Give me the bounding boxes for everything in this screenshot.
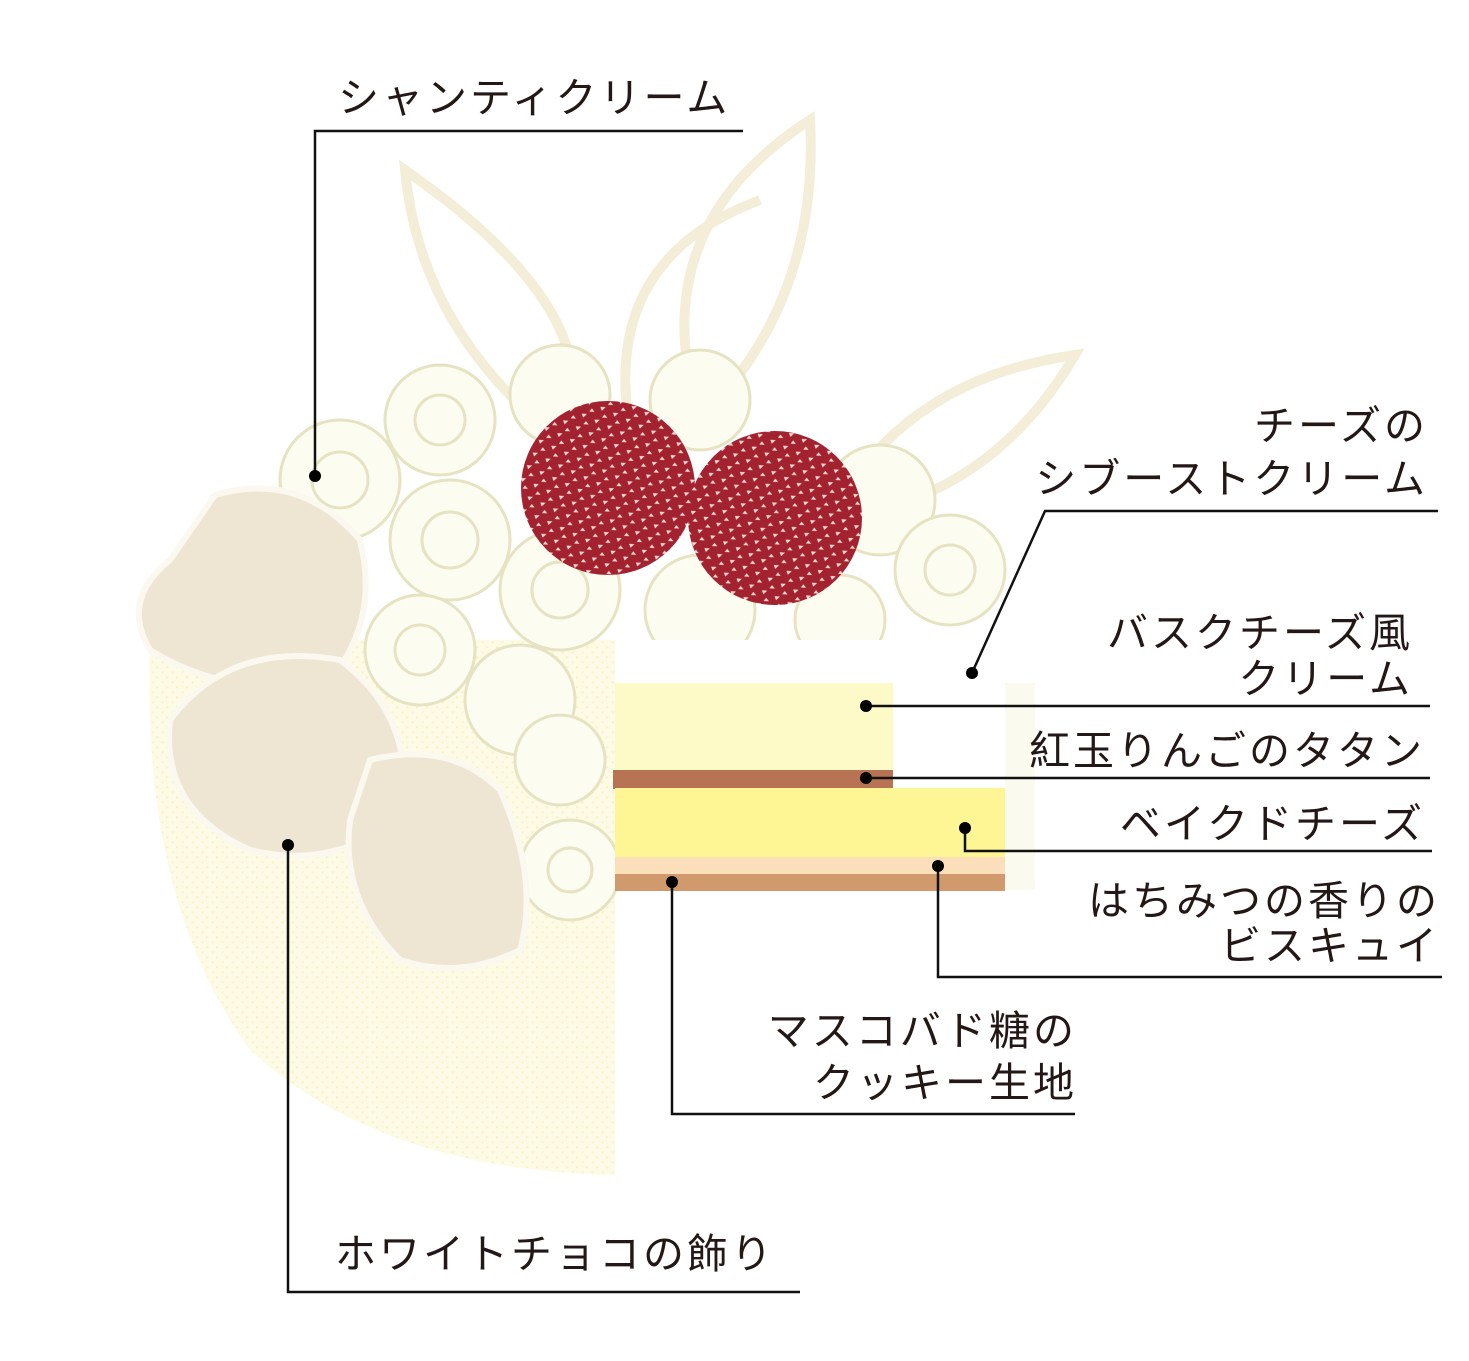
label-tatin: 紅玉りんごのタタン: [1029, 727, 1425, 775]
label-baked-cheese: ベイクドチーズ: [1120, 800, 1425, 848]
label-biscuit-2: ビスキュイ: [1220, 922, 1440, 970]
label-biscuit-1: はちみつの香りの: [1088, 877, 1440, 925]
leader-white-choco: [286, 845, 800, 1294]
label-cookie-2: クッキー生地: [813, 1059, 1077, 1107]
label-chiboust-2: シブーストクリーム: [1035, 455, 1428, 503]
layer-baked-cheese: [615, 788, 1005, 858]
raspberry-left: [521, 401, 695, 575]
layer-biscuit: [615, 857, 1005, 875]
layer-cookie: [615, 874, 1005, 891]
label-chantilly: シャンティクリーム: [338, 74, 730, 122]
label-basque-2: クリーム: [1238, 655, 1413, 703]
leader-chantilly: [313, 129, 743, 476]
layer-tatin: [613, 770, 893, 789]
leader-cookie: [670, 882, 1075, 1116]
label-cookie-1: マスコバド糖の: [768, 1007, 1077, 1055]
white-chocolate-decorations: [135, 485, 530, 971]
leader-baked-cheese: [963, 828, 1432, 853]
leader-biscuit: [936, 866, 1442, 979]
label-basque-1: バスクチーズ風: [1107, 609, 1413, 657]
layer-basque-cream: [615, 683, 893, 771]
leader-chiboust: [970, 509, 1438, 674]
label-chiboust-1: チーズの: [1254, 402, 1428, 450]
raspberry-right: [688, 431, 862, 605]
label-white-choco: ホワイトチョコの飾り: [335, 1230, 775, 1278]
